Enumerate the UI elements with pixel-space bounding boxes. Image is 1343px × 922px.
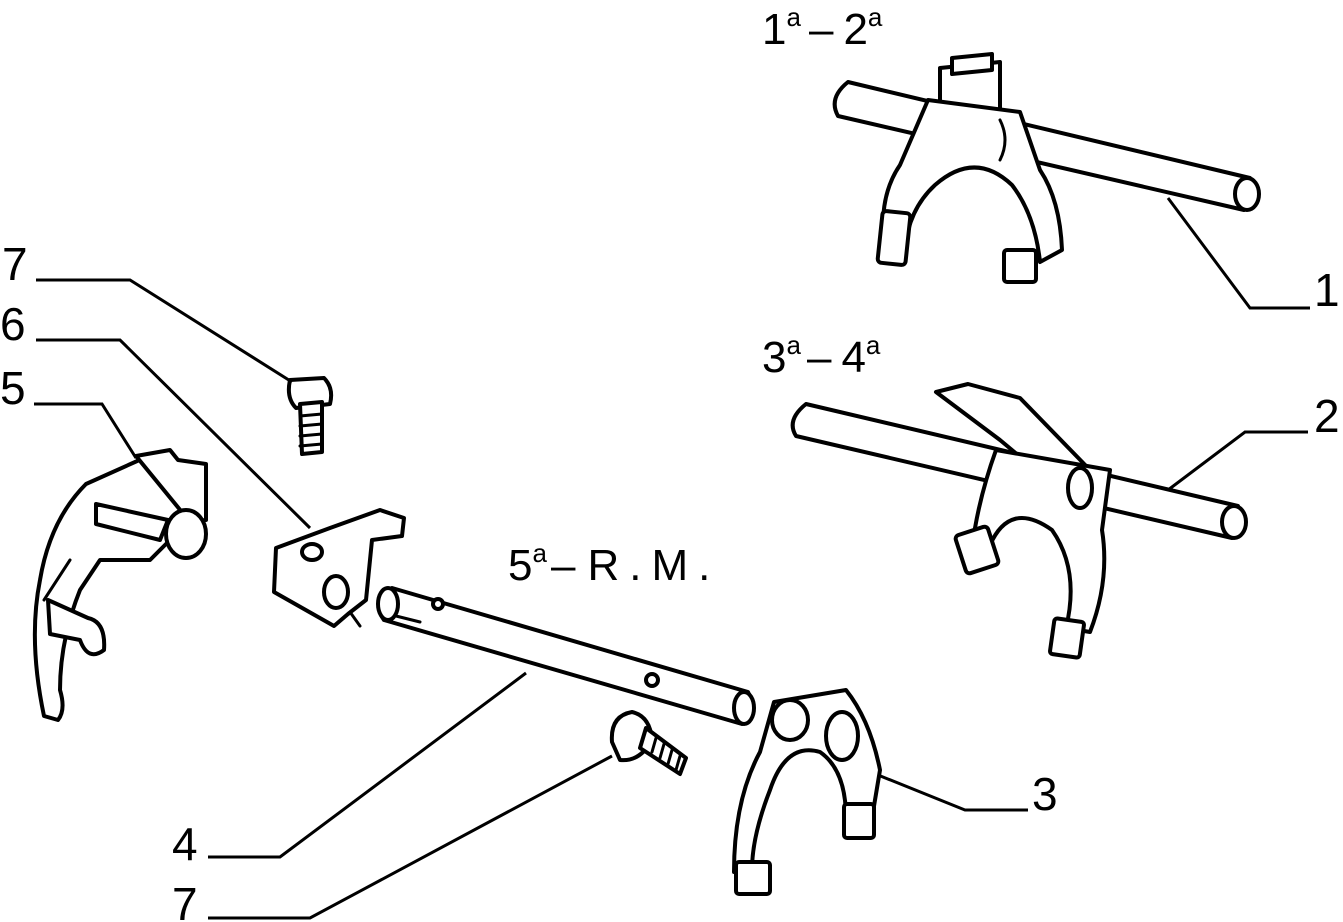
fork-rod-third-fourth — [790, 382, 1248, 660]
leader-lines — [34, 197, 1310, 920]
callout-2: 2 — [1314, 390, 1340, 442]
gear-label-fifth-reverse: 5a–R.M. — [508, 538, 720, 590]
gear-label-first-second: 1a–2a — [762, 2, 883, 54]
shift-rod — [376, 586, 756, 726]
callout-7-bottom: 7 — [172, 878, 198, 922]
lever-fork — [32, 448, 208, 722]
callout-3: 3 — [1032, 768, 1058, 820]
bolt-top — [286, 376, 334, 456]
callout-7-top: 7 — [2, 238, 28, 290]
callout-6: 6 — [0, 298, 26, 350]
callout-4: 4 — [172, 818, 198, 870]
fork-rod-first-second — [832, 52, 1261, 284]
callout-5: 5 — [0, 362, 26, 414]
fork-fifth-reverse — [732, 688, 882, 896]
gear-label-third-fourth: 3a–4a — [762, 330, 881, 382]
callout-1: 1 — [1314, 264, 1340, 316]
selector-block — [272, 508, 406, 628]
bolt-bottom — [609, 710, 688, 776]
